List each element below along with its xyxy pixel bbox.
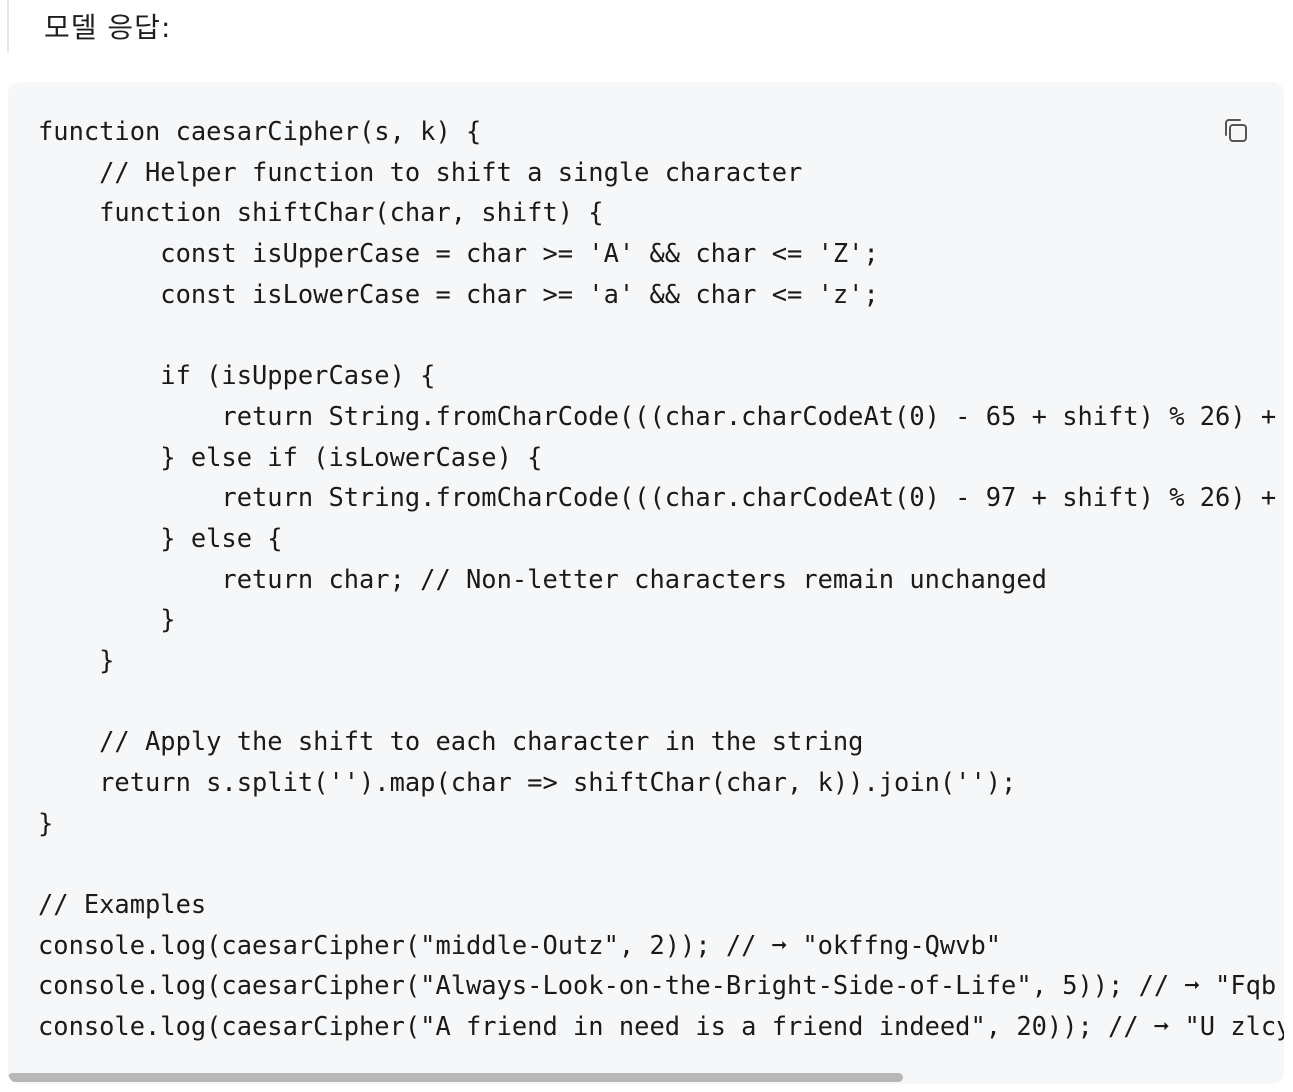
- code-line: // Helper function to shift a single cha…: [38, 156, 803, 187]
- code-line: [38, 314, 1284, 355]
- code-line: } else if (isLowerCase) {: [38, 441, 543, 472]
- code-line: return char; // Non-letter characters re…: [38, 563, 1047, 594]
- copy-button[interactable]: [1219, 114, 1253, 148]
- code-line: console.log(caesarCipher("A friend in ne…: [38, 1011, 1284, 1042]
- code-block: function caesarCipher(s, k) { // Helper …: [8, 82, 1284, 1084]
- code-line: return s.split('').map(char => shiftChar…: [38, 767, 1017, 797]
- code-line: function shiftChar(char, shift) {: [38, 197, 604, 228]
- code-line: const isLowerCase = char >= 'a' && char …: [38, 278, 879, 309]
- code-line: [38, 681, 1284, 722]
- code-line: return String.fromCharCode(((char.charCo…: [38, 400, 1277, 431]
- code-line: // Examples: [38, 889, 207, 920]
- code-line: return String.fromCharCode(((char.charCo…: [38, 482, 1277, 513]
- copy-icon: [1225, 119, 1247, 142]
- code-line: console.log(caesarCipher("middle-Outz", …: [38, 929, 1002, 960]
- code-line: const isUpperCase = char >= 'A' && char …: [38, 238, 879, 269]
- code-line: if (isUpperCase) {: [38, 360, 436, 391]
- code-line: function caesarCipher(s, k) {: [38, 116, 482, 146]
- code-line: }: [38, 807, 54, 838]
- code-line: }: [38, 644, 115, 675]
- left-border-rule: [7, 0, 9, 52]
- response-heading: 모델 응답:: [44, 11, 172, 44]
- scrollbar-thumb[interactable]: [8, 1073, 903, 1082]
- code-line: }: [38, 604, 176, 635]
- code-line: [38, 843, 1284, 884]
- code-line: } else {: [38, 522, 283, 553]
- code-content: function caesarCipher(s, k) { // Helper …: [38, 111, 1284, 1047]
- horizontal-scrollbar[interactable]: [8, 1072, 1284, 1084]
- code-scroll-area[interactable]: function caesarCipher(s, k) { // Helper …: [8, 82, 1284, 1084]
- code-line: console.log(caesarCipher("Always-Look-on…: [38, 970, 1277, 1001]
- code-line: // Apply the shift to each character in …: [38, 726, 864, 757]
